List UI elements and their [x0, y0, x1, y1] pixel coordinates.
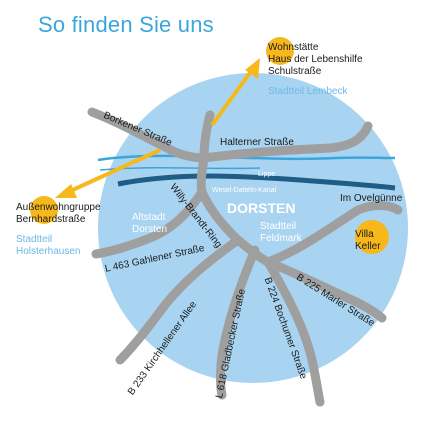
label-district-holsterhausen-2: Holsterhausen — [16, 246, 81, 257]
label-feldmark-2: Feldmark — [260, 233, 302, 244]
label-district-lembeck: Stadtteil Lembeck — [268, 86, 348, 97]
arrow-lebenshilfe-line — [210, 68, 254, 127]
marker-lebenshilfe — [266, 37, 294, 65]
label-lebenshilfe-1: Wohnstätte — [268, 42, 319, 53]
arrow-lebenshilfe-head — [245, 58, 260, 79]
label-altstadt-2: Dorsten — [132, 224, 168, 235]
label-lebenshilfe-2: Haus der Lebenshilfe — [268, 54, 363, 65]
road-halterner-strasse — [199, 121, 373, 163]
arrows — [55, 58, 260, 198]
canal-wesel-datteln — [117, 173, 396, 191]
label-altstadt-1: Altstadt — [132, 212, 166, 223]
label-feldmark-1: Stadtteil — [260, 221, 297, 232]
page-title: So finden Sie uns — [38, 12, 214, 37]
roads — [87, 107, 403, 407]
road-bochumer-strasse — [263, 257, 325, 407]
road-marler-strasse — [263, 257, 387, 323]
label-river-lippe: Lippe — [258, 171, 276, 178]
road-borkener-strasse — [87, 107, 209, 163]
marker-villa-keller — [355, 220, 389, 254]
label-halterner-strasse: Halterner Straße — [220, 137, 294, 148]
road-gladbecker-strasse — [216, 245, 260, 400]
arrow-aussenwohngruppe-head — [55, 184, 77, 198]
arrow-aussenwohngruppe-line — [65, 148, 161, 195]
label-aussenwohngruppe-2: Bernhardstraße — [16, 214, 86, 225]
label-villa-2: Keller — [355, 241, 381, 252]
road-gahlener-strasse — [91, 187, 207, 259]
road-kirchhellener-allee — [115, 235, 243, 365]
label-canal: Wesel-Datteln-Kanal — [212, 187, 277, 194]
road-im-ovelguenne — [263, 201, 403, 267]
label-district-holsterhausen-1: Stadtteil — [16, 234, 53, 245]
label-villa-1: Villa — [355, 229, 374, 240]
label-lebenshilfe-3: Schulstraße — [268, 66, 322, 77]
marker-aussenwohngruppe — [30, 196, 58, 224]
label-city-dorsten: DORSTEN — [227, 200, 296, 216]
label-aussenwohngruppe-1: Außenwohngruppe — [16, 202, 101, 213]
label-im-ovelguenne: Im Ovelgünne — [340, 193, 403, 204]
